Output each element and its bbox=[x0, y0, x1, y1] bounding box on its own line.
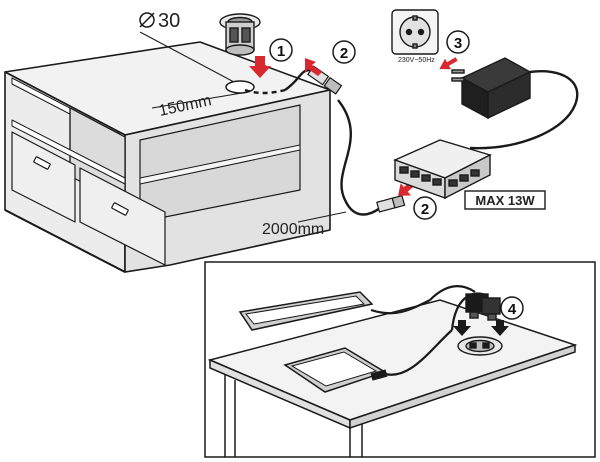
max-power-value: MAX 13W bbox=[475, 193, 535, 208]
step-2-upper-number: 2 bbox=[340, 45, 348, 62]
diameter-value: 30 bbox=[158, 10, 180, 32]
usb-plugs bbox=[429, 285, 501, 331]
table bbox=[207, 299, 578, 457]
step-3-number: 3 bbox=[454, 35, 462, 52]
diameter-label: 30 bbox=[139, 10, 235, 83]
socket-charger-unit bbox=[219, 13, 261, 56]
step-4-number: 4 bbox=[508, 301, 517, 318]
long-cable bbox=[337, 99, 381, 216]
arrow-down-icon bbox=[249, 56, 271, 78]
cabinet bbox=[4, 41, 331, 273]
plug-connector-icon bbox=[376, 194, 406, 213]
step-1-number: 1 bbox=[277, 43, 285, 60]
power-adapter bbox=[451, 57, 532, 120]
cable-length-value: 2000mm bbox=[262, 221, 324, 238]
distributor-box bbox=[393, 139, 492, 200]
unit-cable bbox=[284, 68, 311, 91]
arrow-down-icon bbox=[453, 320, 471, 336]
cable-length-label: 2000mm bbox=[262, 211, 347, 238]
step-4: 4 bbox=[453, 296, 524, 336]
table-socket bbox=[457, 336, 503, 356]
step-2-lower: 2 bbox=[376, 181, 437, 220]
step-3: 3 bbox=[439, 30, 470, 70]
phone-device bbox=[283, 329, 453, 393]
arrow-icon bbox=[439, 57, 458, 70]
adapter-cable bbox=[469, 70, 579, 150]
step-2-upper: 2 bbox=[305, 40, 356, 95]
voltage-label: 230V~50Hz bbox=[398, 57, 435, 64]
step-2-lower-number: 2 bbox=[421, 201, 429, 218]
tablet-device bbox=[238, 291, 431, 331]
wall-socket bbox=[391, 9, 439, 55]
max-power-label: MAX 13W bbox=[464, 190, 546, 210]
step-1: 1 bbox=[249, 38, 293, 78]
arrow-icon bbox=[305, 58, 322, 76]
inset-cable-dashed bbox=[244, 88, 286, 95]
arrow-down-icon bbox=[491, 320, 509, 336]
